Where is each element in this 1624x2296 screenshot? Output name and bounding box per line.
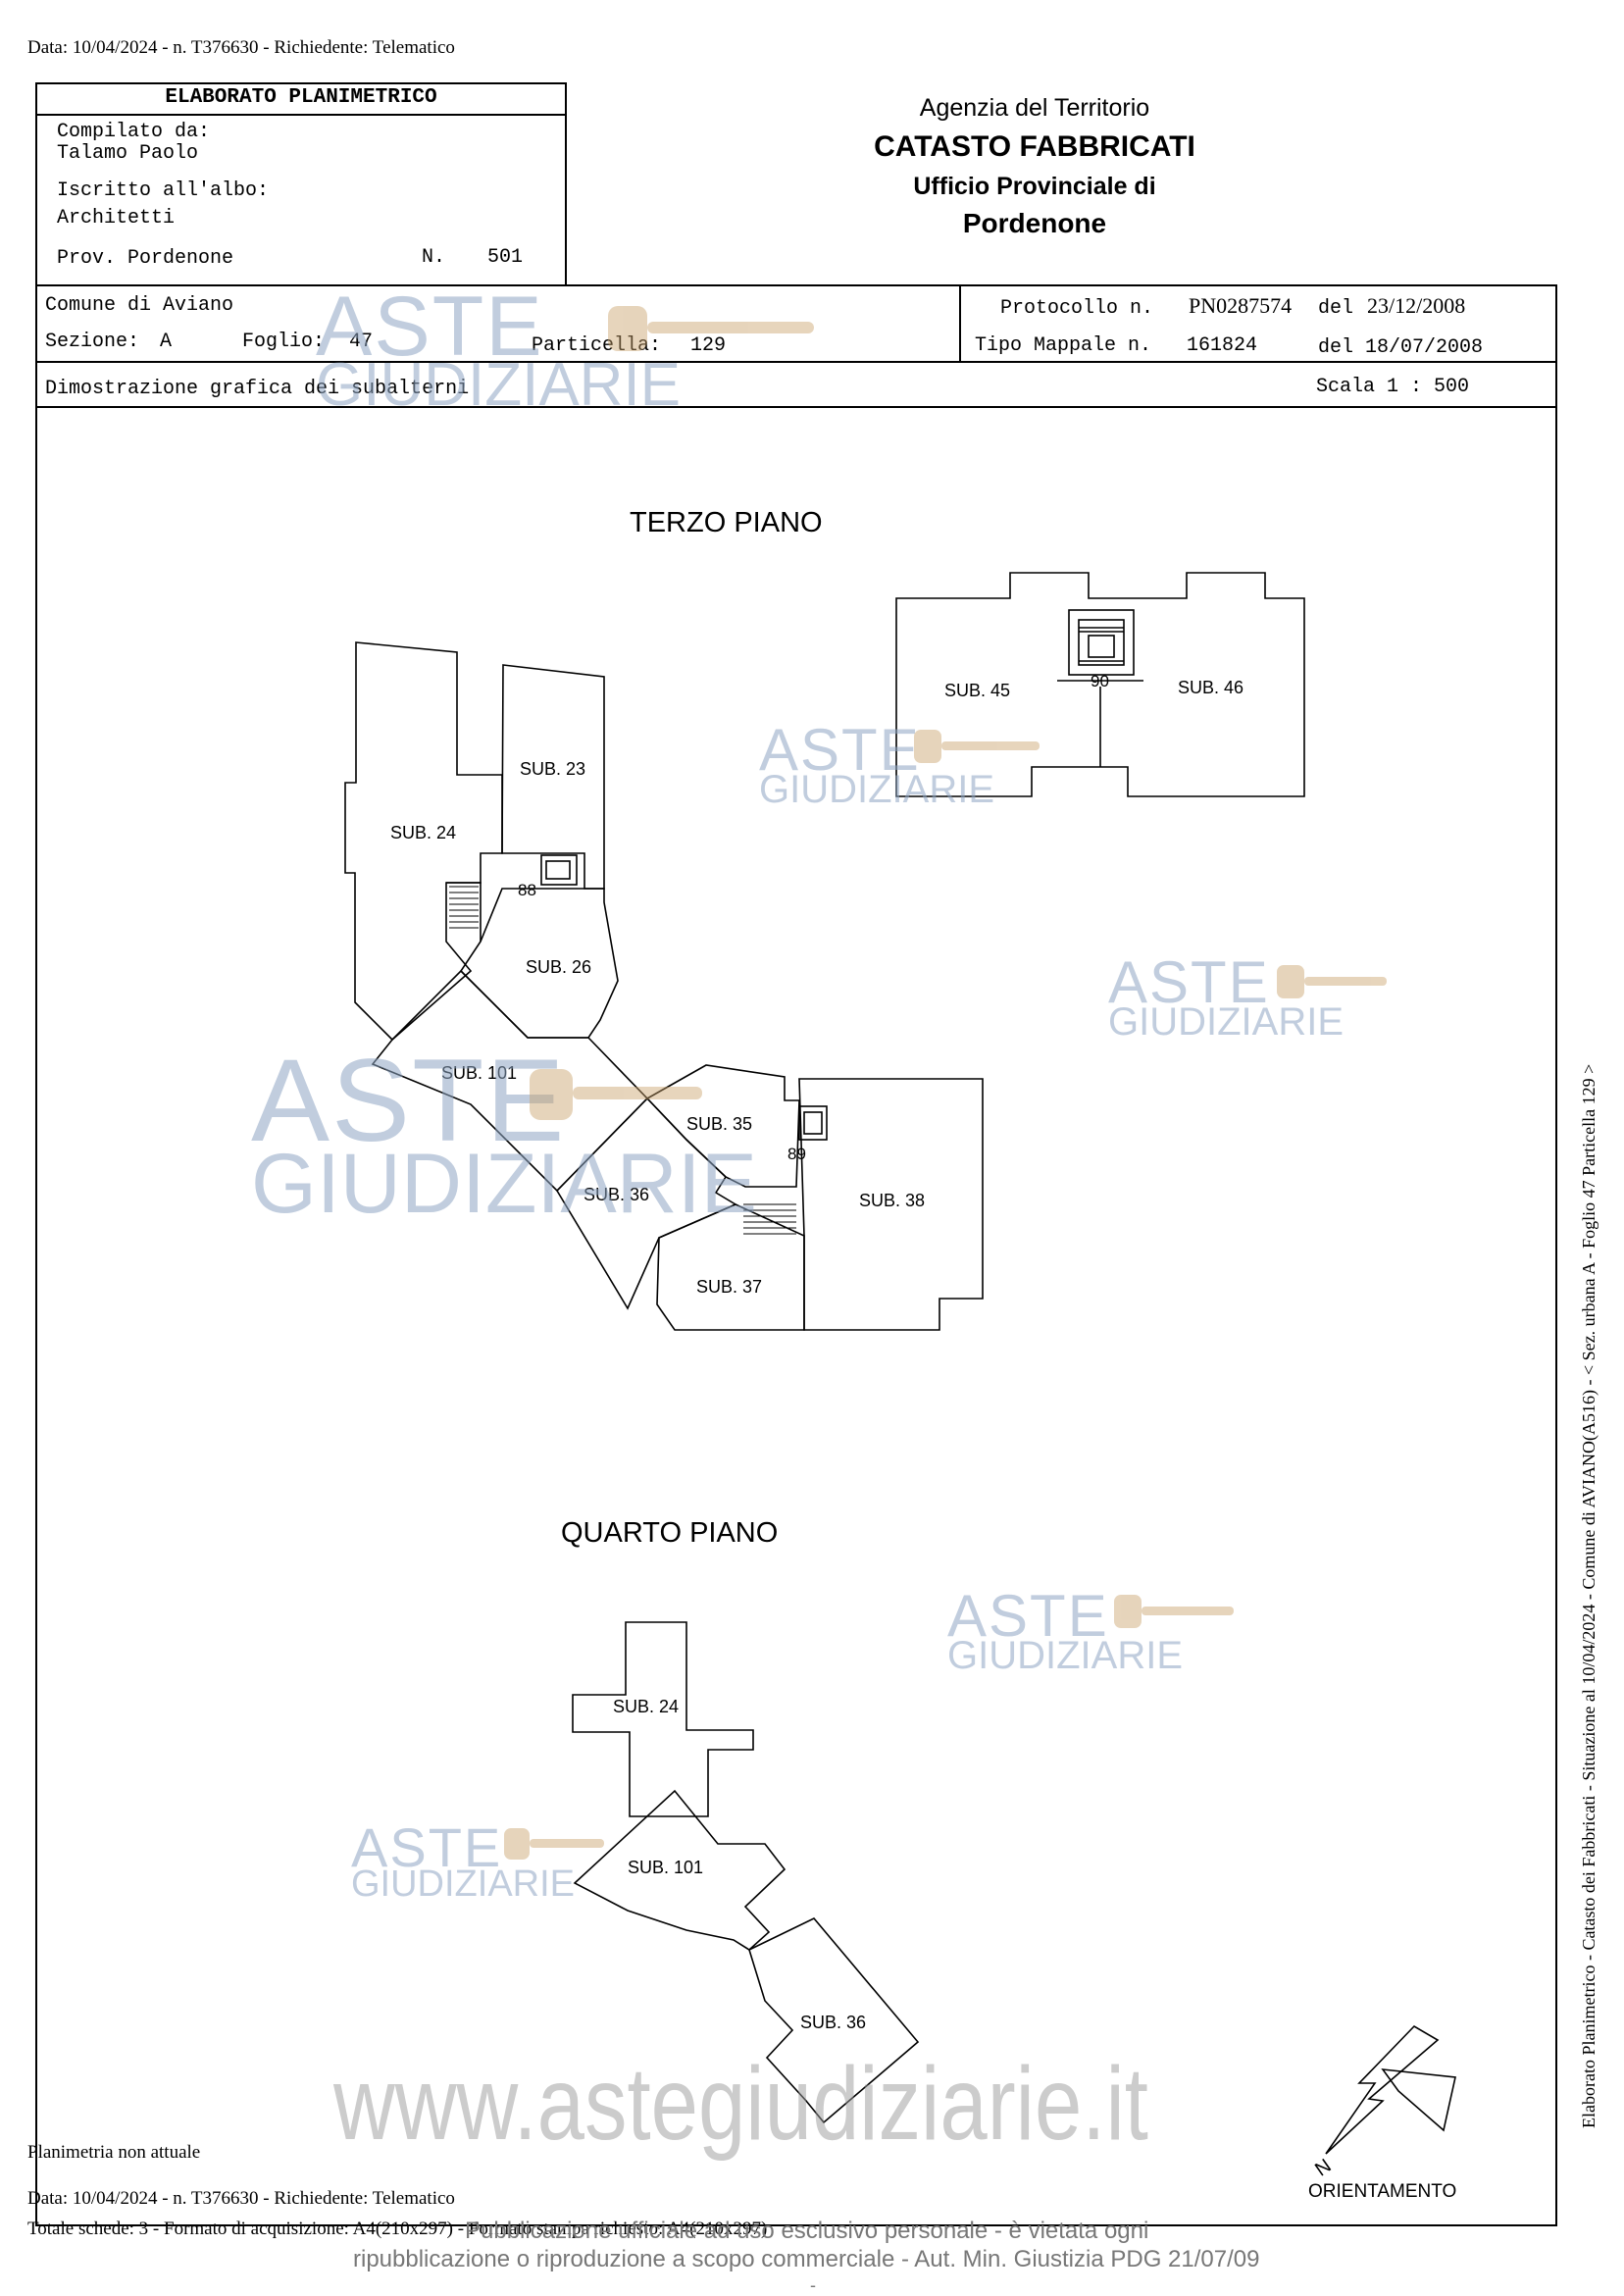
comune-label: Comune di Aviano (45, 294, 234, 317)
prov-label: Prov. Pordenone (57, 247, 234, 270)
gavel-icon (608, 306, 814, 351)
orientamento-label: ORIENTAMENTO (1308, 2181, 1456, 2202)
ufficio-city: Pordenone (962, 208, 1107, 238)
label-q-sub101: SUB. 101 (628, 1858, 703, 1877)
particella-label: Particella: (532, 334, 662, 357)
sezione-label: Sezione: (45, 331, 140, 353)
sezione-value: A (160, 331, 173, 353)
label-sub35: SUB. 35 (686, 1114, 752, 1134)
info-column-divider (959, 284, 961, 361)
label-90: 90 (1091, 672, 1109, 690)
catasto-title: CATASTO FABBRICATI (874, 130, 1195, 163)
terzo-piano-title: TERZO PIANO (630, 507, 823, 538)
document-title: ELABORATO PLANIMETRICO (165, 86, 437, 109)
label-88: 88 (518, 881, 536, 899)
quarto-sub36-outline (748, 1917, 920, 2124)
terzo-sub24-outline (344, 641, 503, 1042)
iscritto-label: Iscritto all'albo: (57, 179, 270, 202)
label-sub26: SUB. 26 (526, 957, 591, 977)
terzo-sub37-outline (656, 1203, 805, 1331)
header-line: Data: 10/04/2024 - n. T376630 - Richiede… (27, 37, 455, 58)
terzo-sub45-46-outline (895, 572, 1305, 797)
footer-dash: - (810, 2275, 816, 2295)
title-divider (35, 114, 567, 116)
quarto-sub101-outline (573, 1789, 787, 1951)
n-label: N. (422, 246, 446, 269)
label-q-sub24: SUB. 24 (613, 1697, 679, 1716)
orientation-arrow (1325, 2024, 1440, 2155)
side-caption: Elaborato Planimetrico - Catasto dei Fab… (1579, 1063, 1599, 2128)
quarto-piano-title: QUARTO PIANO (561, 1517, 778, 1549)
compilato-label: Compilato da: (57, 121, 211, 143)
drawing-divider (35, 406, 1557, 408)
protocollo-value: PN0287574 (1189, 293, 1293, 318)
label-sub36: SUB. 36 (584, 1185, 649, 1204)
main-frame (35, 284, 1557, 2226)
footer-pubblicazione: Pubblicazione ufficiale ad uso esclusivo… (465, 2218, 1149, 2244)
gavel-icon (1277, 965, 1387, 998)
protocollo-label: Protocollo n. (1000, 297, 1154, 320)
label-sub23: SUB. 23 (520, 759, 585, 779)
gavel-icon (1114, 1595, 1234, 1628)
quarto-sub24-outline (572, 1621, 754, 1817)
n-value: 501 (487, 246, 524, 269)
ufficio-label: Ufficio Provinciale di (913, 173, 1156, 200)
tipo-mappale-label: Tipo Mappale n. (975, 334, 1152, 357)
compilato-name: Talamo Paolo (57, 142, 199, 165)
planimetria-note: Planimetria non attuale (27, 2142, 201, 2163)
label-sub38: SUB. 38 (859, 1191, 925, 1210)
label-sub24: SUB. 24 (390, 823, 456, 842)
tipo-mappale-value: 161824 (1187, 334, 1258, 357)
particella-value: 129 (690, 334, 727, 357)
label-q-sub36: SUB. 36 (800, 2013, 866, 2032)
stair-88-box (540, 854, 578, 886)
label-sub37: SUB. 37 (696, 1277, 762, 1297)
label-sub101: SUB. 101 (441, 1063, 517, 1083)
terzo-sub26-outline (459, 888, 619, 1039)
dimostrazione-label: Dimostrazione grafica dei subalterni (45, 378, 470, 400)
gavel-icon (530, 1069, 702, 1120)
gavel-icon (914, 730, 1040, 763)
iscritto-value: Architetti (57, 207, 176, 230)
tipo-mappale-date: del 18/07/2008 (1318, 336, 1484, 359)
protocollo-date: 23/12/2008 (1367, 293, 1466, 318)
footer-data-line: Data: 10/04/2024 - n. T376630 - Richiede… (27, 2188, 455, 2209)
gavel-icon (504, 1828, 604, 1860)
label-sub46: SUB. 46 (1178, 678, 1243, 697)
footer-ripubblicazione: ripubblicazione o riproduzione a scopo c… (353, 2246, 1260, 2272)
foglio-value: 47 (349, 331, 374, 353)
protocollo-del-label: del (1318, 297, 1354, 320)
info-divider (35, 361, 1557, 363)
label-sub45: SUB. 45 (944, 681, 1010, 700)
stair-90-box (1068, 609, 1135, 676)
stair-89-box (798, 1105, 828, 1141)
scala-label: Scala 1 : 500 (1316, 376, 1470, 398)
footer-totale: Totale schede: 3 - Formato di acquisizio… (27, 2219, 768, 2239)
north-label: N (1311, 2155, 1335, 2180)
foglio-label: Foglio: (242, 331, 326, 353)
terzo-sub35-outline (645, 1064, 800, 1188)
label-89: 89 (787, 1145, 806, 1163)
agency-name: Agenzia del Territorio (919, 94, 1150, 122)
